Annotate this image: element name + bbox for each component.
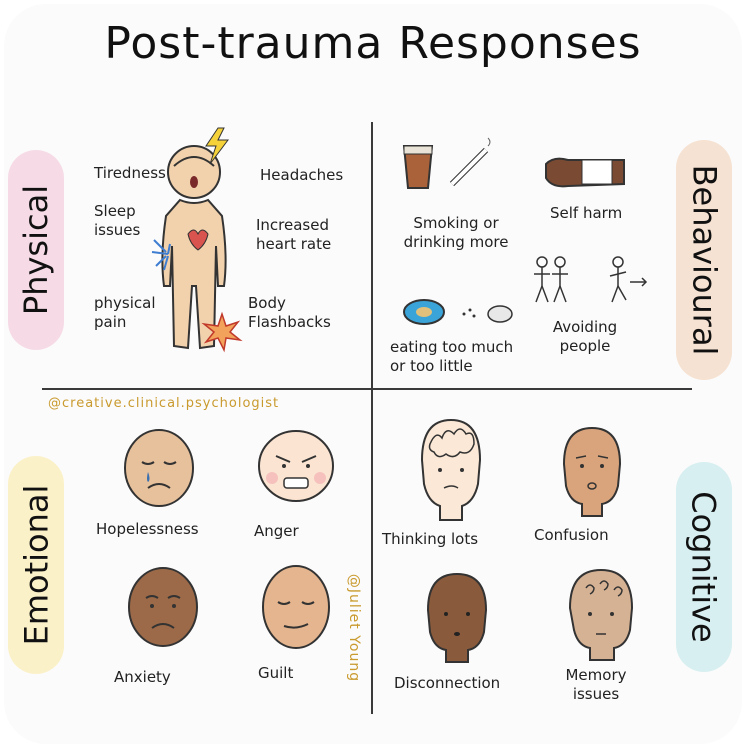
label-avoiding-people: Avoiding people: [552, 318, 618, 355]
label-thinking-lots: Thinking lots: [382, 530, 479, 548]
cigarette-icon: [449, 137, 491, 187]
behavioural-tab: Behavioural: [676, 140, 732, 380]
confusion-head-icon: [562, 426, 622, 517]
infographic-card: Post-trauma Responses Physical Behaviour…: [4, 4, 742, 744]
disconnection-head-icon: [426, 572, 488, 663]
label-hopelessness: Hopelessness: [96, 520, 199, 538]
memory-head-icon: [568, 568, 634, 661]
emotional-tab-label: Emotional: [17, 484, 56, 646]
label-anxiety: Anxiety: [114, 668, 171, 686]
label-body-flashbacks: Body Flashbacks: [248, 294, 331, 331]
label-disconnection: Disconnection: [394, 674, 501, 692]
vertical-divider: [371, 122, 373, 714]
emotional-tab: Emotional: [8, 456, 64, 674]
page-title: Post-trauma Responses: [104, 18, 642, 69]
horizontal-divider: [42, 388, 692, 390]
cognitive-tab: Cognitive: [676, 462, 732, 672]
label-tiredness: Tiredness: [94, 164, 166, 182]
pain-spark-icon: [151, 239, 171, 271]
label-confusion: Confusion: [534, 526, 609, 544]
physical-tab-label: Physical: [17, 184, 56, 316]
label-headaches: Headaches: [260, 166, 344, 184]
guilt-face-icon: [262, 565, 330, 649]
body-figure-icon: [161, 145, 227, 350]
drink-cup-icon: [402, 145, 434, 189]
label-increased-heart-rate: Increased heart rate: [256, 216, 332, 253]
label-anger: Anger: [254, 522, 299, 540]
hopeless-face-icon: [124, 429, 194, 507]
label-eating: eating too much or too little: [390, 338, 514, 375]
physical-tab: Physical: [8, 150, 64, 350]
label-guilt: Guilt: [258, 664, 294, 682]
thinking-head-icon: [420, 418, 482, 521]
label-smoking-drinking: Smoking or drinking more: [403, 214, 509, 251]
anxiety-face-icon: [128, 567, 198, 647]
label-self-harm: Self harm: [550, 204, 623, 222]
credit-author: @Juliet Young: [346, 573, 363, 683]
anger-face-icon: [258, 430, 334, 502]
behavioural-tab-label: Behavioural: [685, 164, 723, 356]
cognitive-tab-label: Cognitive: [685, 491, 723, 643]
label-physical-pain: physical pain: [94, 294, 156, 331]
self-harm-arm-icon: [545, 157, 625, 188]
label-sleep-issues: Sleep issues: [94, 202, 141, 239]
credit-handle: @creative.clinical.psychologist: [48, 396, 280, 411]
flashback-burst-icon: [201, 311, 243, 353]
food-icon: [403, 299, 513, 325]
avoiding-people-icon: [534, 256, 648, 303]
headache-lightning-icon: [205, 127, 229, 165]
label-memory-issues: Memory issues: [565, 666, 627, 703]
